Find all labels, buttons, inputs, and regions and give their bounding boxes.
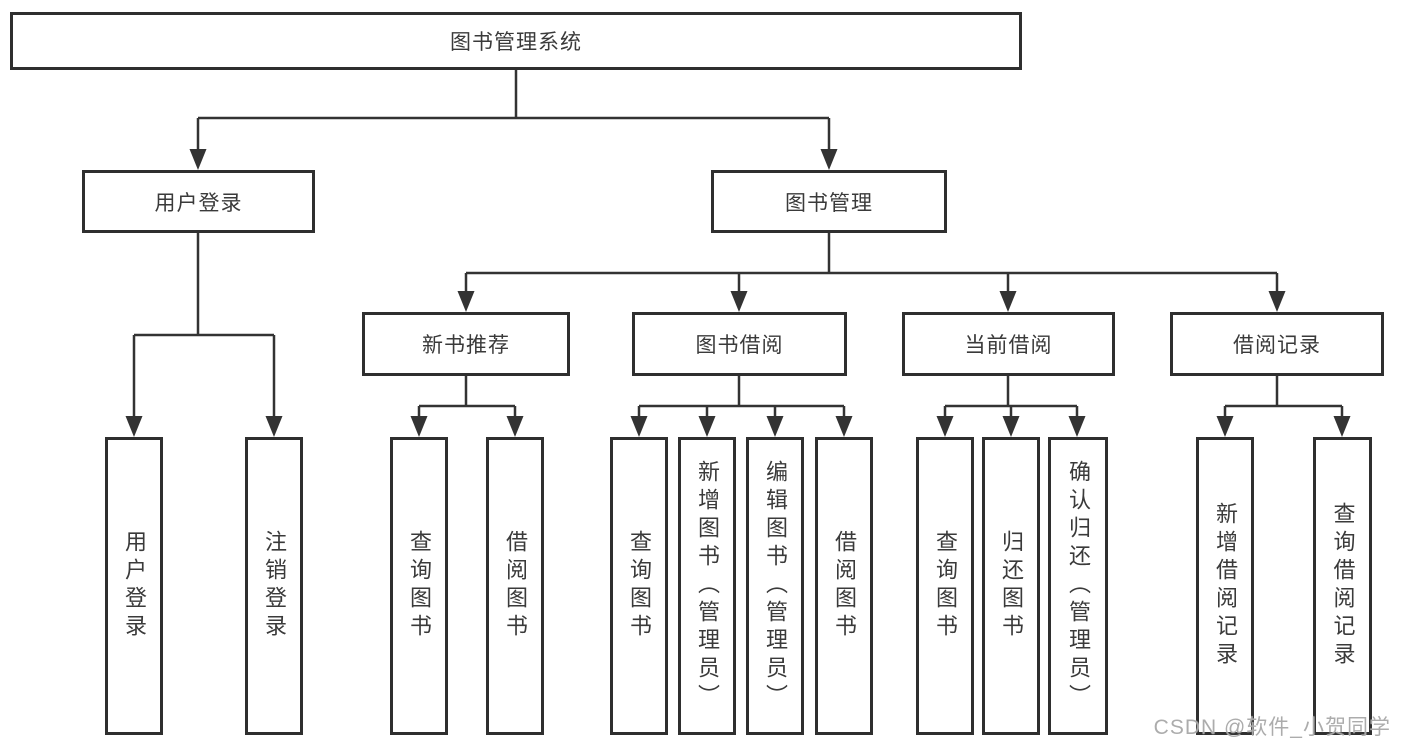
node-label: 编辑图书（管理员） [763, 460, 788, 712]
arrow-down-icon [999, 291, 1017, 312]
arrow-down-icon [766, 416, 784, 437]
node-label: 图书管理 [785, 191, 873, 215]
node-label: 用户登录 [154, 191, 243, 215]
node-label: 新书推荐 [422, 334, 510, 357]
node-label: 借阅记录 [1233, 334, 1321, 357]
node-label: 图书管理系统 [450, 31, 582, 54]
node-user-login: 用户登录 [82, 170, 315, 233]
node-label: 查询借阅记录 [1330, 502, 1356, 670]
arrow-down-icon [457, 291, 475, 312]
leaf-edit-books-admin: 编辑图书（管理员） [746, 437, 804, 735]
arrow-down-icon [506, 416, 524, 437]
node-library-management-system: 图书管理系统 [10, 12, 1022, 70]
arrow-down-icon [1002, 416, 1020, 437]
leaf-add-borrow-record: 新增借阅记录 [1196, 437, 1254, 735]
watermark: CSDN @软件_小贺同学 [1153, 716, 1391, 739]
leaf-query-books-recommend: 查询图书 [390, 437, 448, 735]
node-label: 新增借阅记录 [1213, 502, 1238, 670]
node-label: 当前借阅 [964, 334, 1053, 357]
leaf-add-books-admin: 新增图书（管理员） [678, 437, 736, 735]
leaf-confirm-return-admin: 确认归还（管理员） [1048, 437, 1108, 735]
node-label: 新增图书（管理员） [695, 460, 720, 712]
node-book-management: 图书管理 [711, 170, 947, 233]
arrow-down-icon [936, 416, 954, 437]
leaf-query-books-borrow: 查询图书 [610, 437, 668, 735]
arrow-down-icon [630, 416, 648, 437]
node-label: 借阅图书 [503, 530, 528, 642]
node-label: 注销登录 [262, 530, 287, 642]
arrow-down-icon [1333, 416, 1351, 437]
arrow-down-icon [125, 416, 143, 437]
arrow-down-icon [1216, 416, 1234, 437]
node-label: 查询图书 [933, 530, 958, 642]
node-label: 借阅图书 [832, 530, 857, 642]
node-label: 图书借阅 [695, 334, 784, 357]
node-label: 确认归还（管理员） [1066, 460, 1091, 712]
arrow-down-icon [835, 416, 853, 437]
arrow-down-icon [698, 416, 716, 437]
leaf-borrow-books-recommend: 借阅图书 [486, 437, 544, 735]
arrow-down-icon [820, 149, 838, 170]
leaf-user-login: 用户登录 [105, 437, 163, 735]
arrow-down-icon [189, 149, 207, 170]
node-new-book-recommend: 新书推荐 [362, 312, 570, 376]
leaf-return-books: 归还图书 [982, 437, 1040, 735]
leaf-logout: 注销登录 [245, 437, 303, 735]
arrow-down-icon [1068, 416, 1086, 437]
leaf-query-books-current: 查询图书 [916, 437, 974, 735]
node-label: 查询图书 [627, 530, 652, 642]
node-label: 归还图书 [999, 530, 1024, 642]
arrow-down-icon [730, 291, 748, 312]
arrow-down-icon [1268, 291, 1286, 312]
leaf-query-borrow-record: 查询借阅记录 [1313, 437, 1372, 735]
node-borrow-records: 借阅记录 [1170, 312, 1384, 376]
arrow-down-icon [410, 416, 428, 437]
node-current-borrow: 当前借阅 [902, 312, 1115, 376]
node-book-borrow: 图书借阅 [632, 312, 847, 376]
leaf-borrow-books: 借阅图书 [815, 437, 873, 735]
node-label: 用户登录 [122, 530, 147, 642]
arrow-down-icon [265, 416, 283, 437]
node-label: 查询图书 [407, 530, 432, 642]
